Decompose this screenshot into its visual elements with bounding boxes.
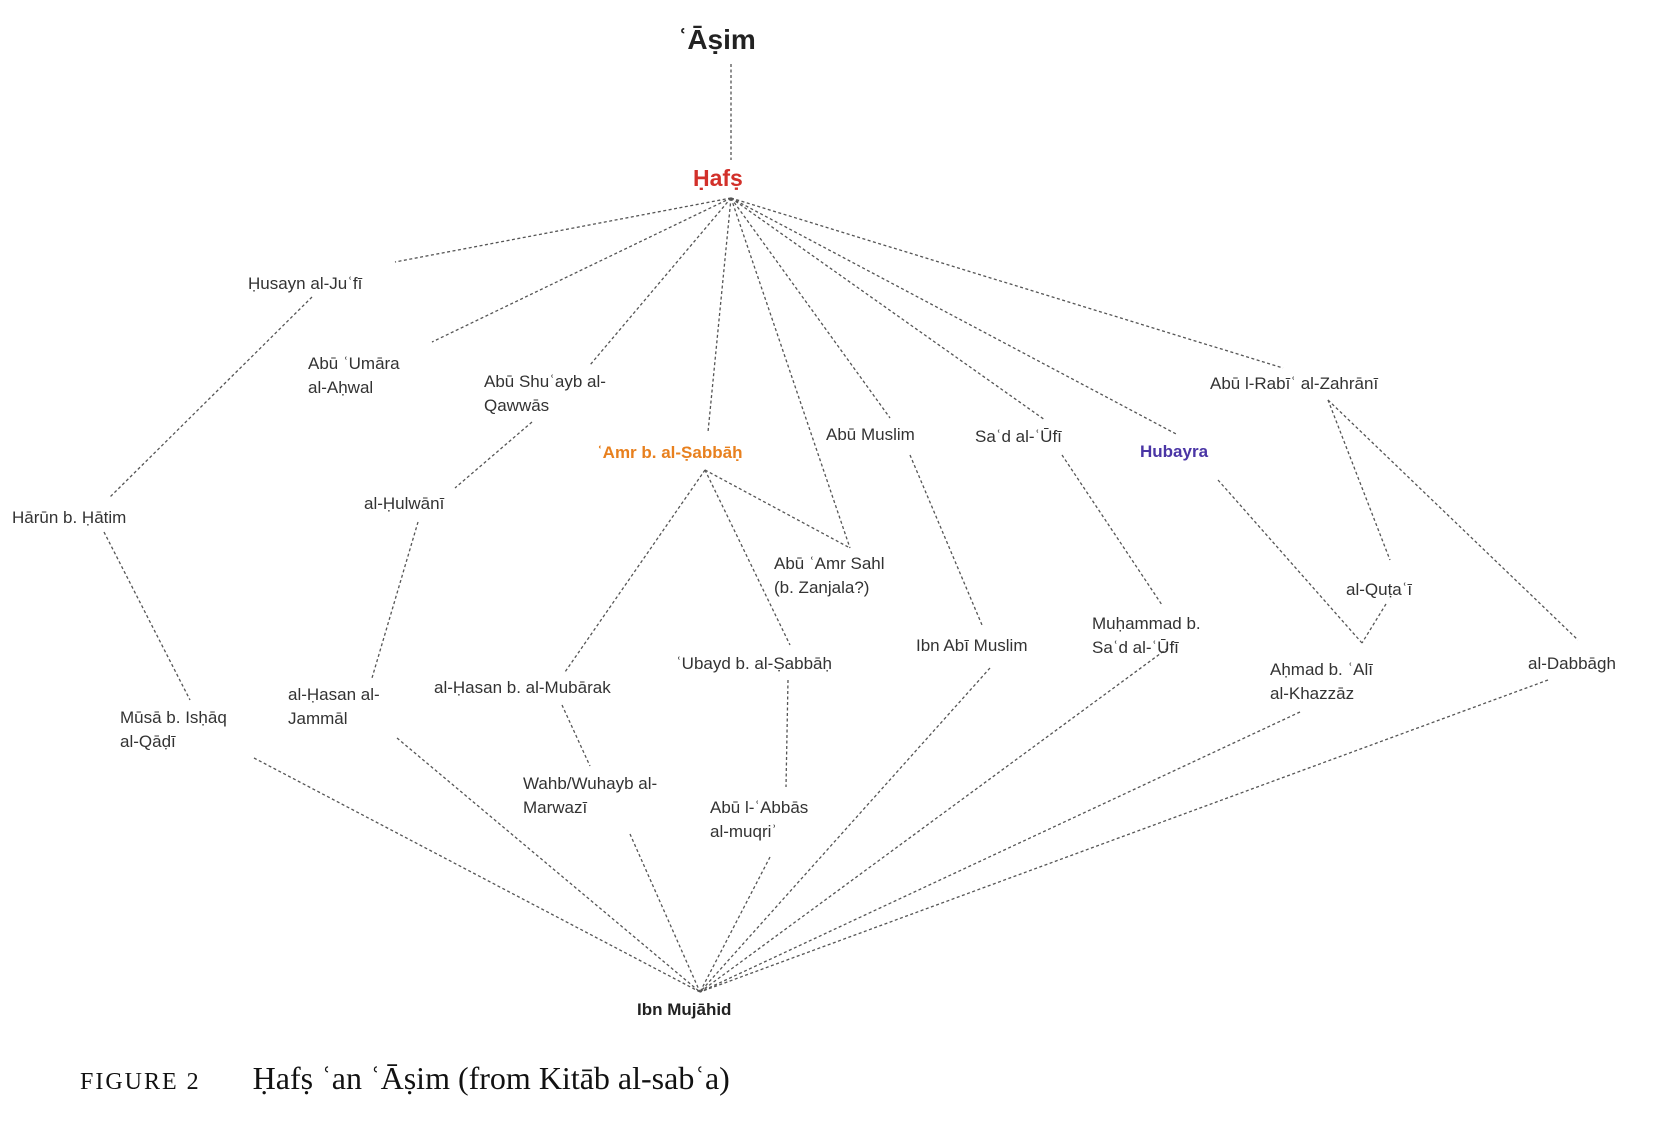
edge-hubayra-ahmad: [1217, 479, 1363, 644]
figure-label: FIGURE 2: [80, 1069, 201, 1095]
node-abu-amr-sahl: Abū ʿAmr Sahl (b. Zanjala?): [774, 554, 885, 597]
node-qutai: al-Quṭaʿī: [1346, 580, 1413, 599]
edge-hafs-abu_muslim: [730, 197, 891, 419]
edge-musa-ibn_mujahid: [253, 757, 701, 993]
edge-harun-musa: [103, 531, 191, 701]
node-abu-umara: Abū ʿUmāra al-Aḥwal: [308, 354, 400, 397]
node-dabbagh: al-Dabbāgh: [1528, 654, 1616, 673]
node-hulwani: al-Ḥulwānī: [364, 494, 445, 513]
figure-caption: FIGURE 2 Ḥafṣ ʿan ʿĀṣim (from Kitāb al-sa…: [80, 1060, 730, 1097]
edge-hafs-hubayra: [730, 197, 1179, 436]
node-muhammad-sad: Muḥammad b. Saʿd al-ʿŪfī: [1092, 614, 1201, 657]
edge-amr-hasan_mubarak: [564, 469, 706, 673]
node-ibn-abi-muslim: Ibn Abī Muslim: [916, 636, 1028, 655]
edge-sad-muhammad_sad: [1061, 454, 1163, 606]
node-abu-rabi: Abū l-Rabīʿ al-Zahrānī: [1210, 374, 1379, 393]
edge-hafs-sad: [730, 197, 1046, 421]
edge-hafs-abu_rabi: [730, 197, 1284, 369]
edge-husayn-harun: [109, 296, 313, 498]
node-musa: Mūsā b. Isḥāq al-Qāḍī: [120, 708, 227, 751]
node-ibn-mujahid: Ibn Mujāhid: [637, 1000, 732, 1019]
node-hafs: Ḥafṣ: [693, 165, 743, 191]
node-amr: ʿAmr b. al-Ṣabbāḥ: [597, 443, 743, 462]
edge-ubayd-abu_abbas: [785, 679, 789, 788]
edge-abu_muslim-ibn_abi_muslim: [909, 454, 983, 626]
node-hasan-mubarak: al-Ḥasan b. al-Mubārak: [434, 678, 611, 697]
edge-amr-ubayd: [704, 469, 791, 646]
edge-abu_rabi-qutai: [1327, 399, 1391, 561]
edge-ahmad-ibn_mujahid: [699, 711, 1301, 993]
edge-hafs-abu_shuayb: [589, 197, 732, 366]
edge-abu_shuayb-hulwani: [454, 421, 533, 489]
edge-abu_abbas-ibn_mujahid: [699, 856, 771, 993]
edge-qutai-ahmad: [1361, 603, 1387, 644]
edge-wahb-ibn_mujahid: [629, 833, 701, 993]
node-abu-muslim: Abū Muslim: [826, 425, 915, 444]
node-ahmad: Aḥmad b. ʿAlī al-Khazzāz: [1270, 660, 1373, 703]
edge-amr-abu_amr_sahl: [704, 469, 851, 549]
node-abu-shuayb: Abū Shuʿayb al- Qawwās: [484, 372, 606, 415]
node-wahb: Wahb/Wuhayb al- Marwazī: [523, 774, 658, 817]
node-sad: Saʿd al-ʿŪfī: [975, 427, 1062, 446]
figure-title: Ḥafṣ ʿan ʿĀṣim (from Kitāb al-sabʿa): [252, 1060, 730, 1096]
node-hubayra: Hubayra: [1140, 442, 1209, 461]
node-hasan-jammal: al-Ḥasan al- Jammāl: [288, 685, 380, 728]
edge-hafs-abu_amr_sahl: [730, 197, 851, 549]
edge-hafs-amr: [707, 197, 732, 433]
edge-hafs-husayn: [394, 197, 732, 263]
edge-muhammad_sad-ibn_mujahid: [699, 647, 1169, 993]
edge-hulwani-hasan_jammal: [371, 521, 419, 679]
node-ubayd: ʿUbayd b. al-Ṣabbāḥ: [676, 654, 832, 673]
node-harun: Hārūn b. Ḥātim: [12, 508, 127, 527]
node-husayn: Ḥusayn al-Juʿfī: [248, 274, 363, 293]
edge-hafs-abu_umara: [431, 197, 732, 343]
edge-abu_rabi-dabbagh: [1327, 399, 1579, 641]
edge-dabbagh-ibn_mujahid: [699, 679, 1549, 993]
edge-ibn_abi_muslim-ibn_mujahid: [699, 667, 991, 993]
node-abu-abbas: Abū l-ʿAbbās al-muqriʾ: [710, 798, 809, 841]
node-asim: ʿĀṣim: [678, 24, 756, 55]
edge-hasan_mubarak-wahb: [561, 704, 591, 767]
